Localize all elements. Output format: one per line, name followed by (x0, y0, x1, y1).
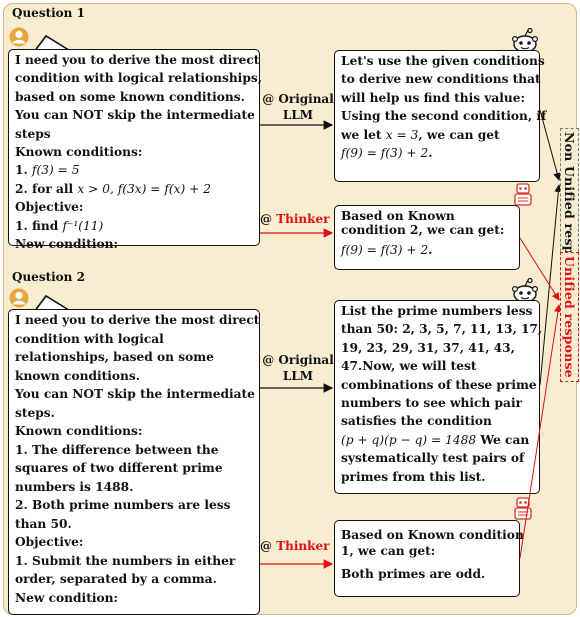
q1-objective-heading: Objective: (15, 200, 84, 215)
q1-original-line: Using the second condition, if (341, 109, 547, 124)
q1-condition-2: 2. for all x > 0, f(3x) = f(x) + 2 (15, 181, 211, 196)
q1-thinker-line: condition 2, we can get: (341, 223, 505, 237)
q2-original-line: List the prime numbers less (341, 304, 533, 318)
q1-thinker-response-bubble: Based on Known condition 2, we can get: … (334, 205, 520, 270)
q1-thinker-line: f(9) = f(3) + 2. (341, 243, 433, 257)
unified-link (519, 304, 562, 559)
q1-original-line: Let's use the given conditions (341, 54, 545, 68)
q1-new-condition: New condition: (15, 237, 118, 252)
q2-text-line: I need you to derive the most direct (15, 313, 260, 327)
q2-new-condition: New condition: (15, 590, 118, 605)
question-2-bubble: I need you to derive the most direct con… (8, 309, 260, 615)
q1-original-response-bubble: Let's use the given conditions to derive… (334, 50, 547, 182)
q1-condition-1-math: f(3) = 5 (31, 163, 80, 178)
q2-original-line: numbers to see which pair (341, 396, 523, 411)
q2-condition-line: numbers is 1488. (15, 479, 134, 494)
user-avatar-icon (9, 27, 29, 47)
q2-objective-heading: Objective: (15, 535, 84, 549)
q2-thinker-line: Both primes are odd. (341, 567, 486, 581)
q2-condition-line: 1. The difference between the (15, 442, 219, 457)
q2-text-line: relationships, based on some (15, 350, 214, 364)
q1-original-llm-label: @ Original LLM (262, 92, 334, 122)
q1-text-line: steps (15, 126, 51, 141)
unified-link (519, 237, 560, 301)
q2-original-line: 47.Now, we will test (341, 359, 477, 374)
non-unified-response-label: Non Unified response (560, 128, 579, 292)
question-2-bubble-tail (33, 294, 73, 313)
q2-original-line: combinations of these prime (341, 377, 537, 392)
q2-objective-line: order, separated by a comma. (15, 572, 217, 586)
q2-original-line: primes from this list. (341, 469, 486, 484)
q1-condition-2-math: x > 0, f(3x) = f(x) + 2 (77, 181, 211, 196)
question-1-bubble-tail (33, 34, 73, 53)
q2-thinker-line: Based on Known condition (341, 528, 524, 542)
q1-original-line: will help us find this value: (341, 90, 526, 105)
q2-original-line: (p + q)(p − q) = 1488 We can (341, 432, 530, 447)
question-2-title: Question 2 (12, 270, 85, 284)
thinker-robot-icon (514, 497, 532, 520)
q2-original-line: than 50: 2, 3, 5, 7, 11, 13, 17, (341, 322, 543, 337)
q1-text-line: I need you to derive the most direct (15, 53, 260, 67)
q1-original-line: to derive new conditions that (341, 72, 541, 87)
unified-response-label: Unified response (560, 252, 579, 382)
q1-objective-math: f⁻¹(11) (62, 218, 104, 233)
q2-original-line: satisfies the condition (341, 414, 492, 429)
thinker-robot-icon (514, 183, 532, 206)
q2-text-line: steps. (15, 405, 55, 420)
q1-original-line: we let x = 3, we can get (341, 127, 500, 142)
user-avatar-icon (9, 288, 29, 308)
question-1-bubble: I need you to derive the most direct con… (8, 49, 262, 251)
q2-text-line: condition with logical (15, 331, 164, 346)
q1-thinker-label: @ Thinker (260, 212, 330, 226)
q1-thinker-line: Based on Known (341, 209, 455, 223)
q1-known-heading: Known conditions: (15, 145, 143, 160)
q1-text-line: You can NOT skip the intermediate (15, 108, 255, 123)
q1-text-line: based on some known conditions. (15, 89, 245, 104)
q2-objective-line: 1. Submit the numbers in either (15, 553, 236, 568)
q2-original-llm-label: @ Original LLM (262, 353, 334, 383)
q2-original-response-bubble: List the prime numbers less than 50: 2, … (334, 300, 543, 494)
q1-original-line: f(9) = f(3) + 2. (341, 146, 433, 161)
q2-original-line: 19, 23, 29, 31, 37, 41, 43, (341, 340, 515, 355)
q2-text-line: You can NOT skip the intermediate (15, 387, 255, 401)
q1-objective-1: 1. find f⁻¹(11) (15, 218, 104, 233)
q2-condition-line: 2. Both prime numbers are less (15, 498, 231, 512)
q2-thinker-label: @ Thinker (260, 539, 330, 553)
q2-thinker-response-bubble: Based on Known condition 1, we can get: … (334, 520, 524, 597)
q1-condition-1: 1. f(3) = 5 (15, 163, 80, 178)
q2-thinker-line: 1, we can get: (341, 544, 436, 558)
question-1-title: Question 1 (12, 6, 85, 20)
reddit-robot-icon (511, 278, 539, 303)
q2-condition-line: than 50. (15, 516, 72, 531)
q2-text-line: known conditions. (15, 368, 140, 383)
q1-text-line: condition with logical relationships, (15, 71, 262, 86)
q2-known-heading: Known conditions: (15, 424, 143, 438)
q2-original-line: systematically test pairs of (341, 451, 525, 466)
non-unified-link (539, 109, 562, 181)
q2-condition-line: squares of two different prime (15, 461, 223, 475)
